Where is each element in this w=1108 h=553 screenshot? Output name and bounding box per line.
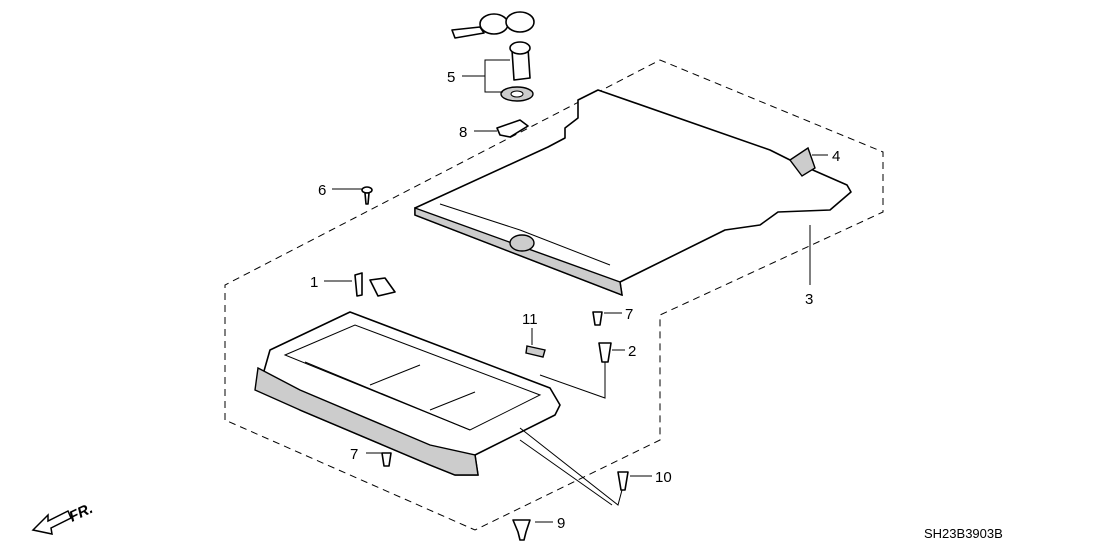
callout-3: 3 (805, 291, 813, 308)
callout-10: 10 (655, 469, 672, 486)
leader-lines (324, 59, 828, 523)
diagram-code: SH23B3903B (924, 526, 1003, 541)
callout-1: 1 (310, 274, 318, 291)
callout-9: 9 (557, 515, 565, 532)
clip-part-1 (354, 272, 396, 297)
callout-5: 5 (447, 69, 455, 86)
callout-4: 4 (832, 148, 840, 165)
front-arrow-icon (31, 509, 72, 535)
fastener-part-7b (381, 452, 392, 467)
callout-7-lower: 7 (350, 446, 358, 463)
clip-part (496, 119, 529, 138)
clip-part-9 (512, 519, 531, 541)
assembly-boundary (224, 59, 884, 531)
callout-8: 8 (459, 124, 467, 141)
storage-tray (254, 311, 561, 476)
cargo-cover-board (414, 89, 852, 297)
fastener-part-7a (592, 311, 603, 326)
front-label: FR. (67, 500, 96, 526)
fastener-part-2 (598, 342, 612, 363)
pin-part-11 (525, 345, 546, 358)
callout-7-upper: 7 (625, 306, 633, 323)
front-direction-indicator: FR. (31, 500, 96, 535)
screw-part-10 (617, 471, 629, 491)
callout-2: 2 (628, 343, 636, 360)
callout-6: 6 (318, 182, 326, 199)
lock-cylinder-part (451, 11, 535, 102)
callout-11: 11 (522, 311, 538, 328)
screw-part-6 (361, 186, 373, 205)
